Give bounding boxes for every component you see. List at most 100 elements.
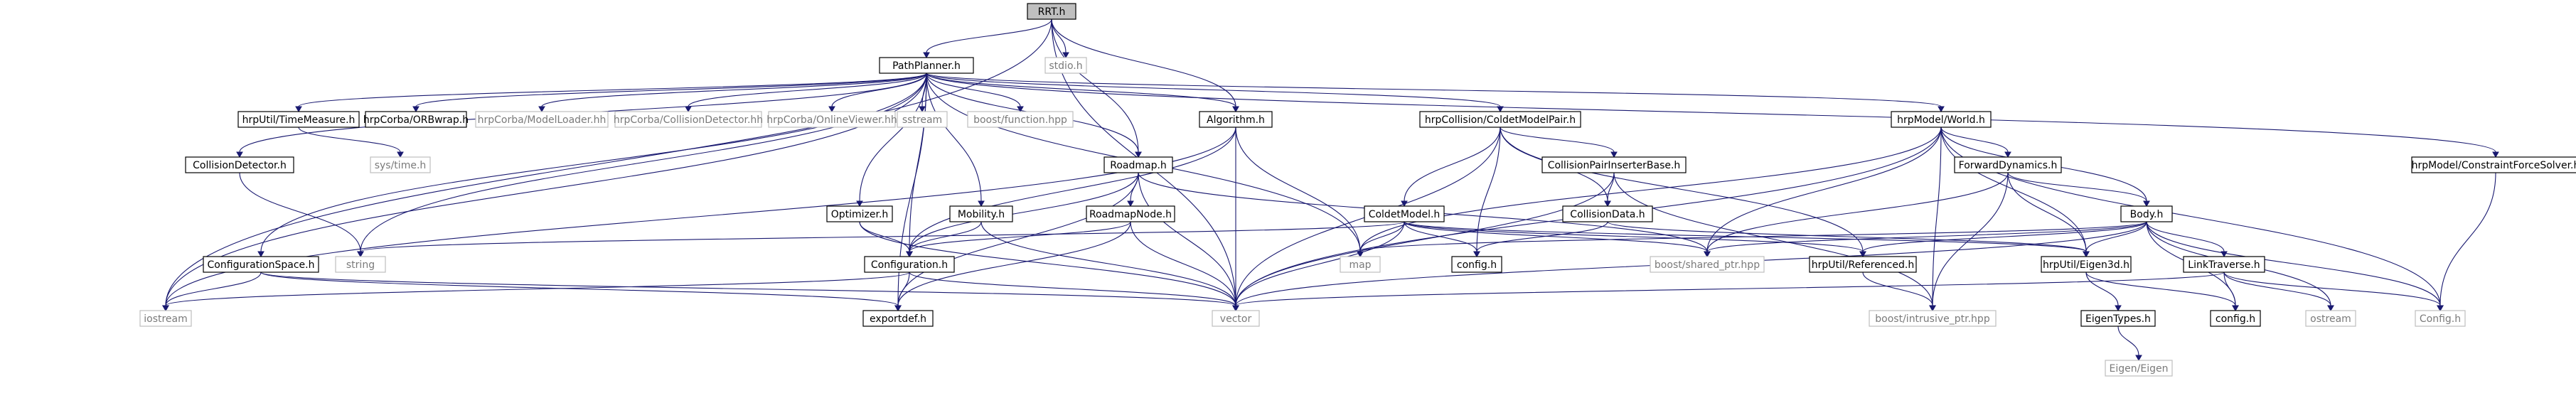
node-box [1809,256,1917,273]
edge-algorithm-to-configuration [909,127,1236,252]
edge-roadmap-to-configuration [909,172,1139,252]
node-box [1086,205,1175,222]
node-collisiondetector[interactable]: CollisionDetector.h [185,156,294,173]
node-label: config.h [2216,313,2255,325]
node-coldetmodel[interactable]: ColdetModel.h [1364,205,1445,222]
node-optimizer[interactable]: Optimizer.h [826,205,893,222]
node-configuration[interactable]: Configuration.h [864,256,955,273]
edge-constraintforce-to-configcap [2439,172,2496,306]
node-box [2210,310,2261,327]
node-configcap: Config.h [2415,310,2466,327]
edge-roadmapnode-to-configuration [909,221,1131,252]
node-sharedptr: boost/shared_ptr.hpp [1650,256,1765,273]
edge-rrt-to-algorithm [1051,18,1236,107]
node-rrt[interactable]: RRT.h [1027,3,1076,20]
node-label: hrpCorba/CollisionDetector.hh [614,114,763,126]
edge-linktraverse-to-vector [1235,271,2225,306]
node-exportdef[interactable]: exportdef.h [862,310,934,327]
node-box [1869,310,1997,327]
node-label: hrpModel/World.h [1897,114,1985,126]
node-eigeneigen: Eigen/Eigen [2105,360,2173,377]
node-orbwrap[interactable]: hrpCorba/ORBwrap.h [363,111,469,128]
node-label: CollisionData.h [1570,209,1645,220]
node-box [1212,310,1260,327]
node-box [614,111,762,128]
node-box [2411,156,2576,173]
edge-arrowhead [412,106,419,113]
node-timemeasure[interactable]: hrpUtil/TimeMeasure.h [237,111,360,128]
node-body[interactable]: Body.h [2120,205,2173,222]
edge-world-to-intrusiveptr [1932,127,1942,306]
node-box [1364,205,1445,222]
edge-arrowhead [257,251,264,258]
edge-arrowhead [1604,200,1611,208]
node-configh_b[interactable]: config.h [2210,310,2261,327]
node-mobility[interactable]: Mobility.h [949,205,1013,222]
node-eigen3d[interactable]: hrpUtil/Eigen3d.h [2041,256,2132,273]
node-label: Mobility.h [958,209,1005,220]
node-algorithm[interactable]: Algorithm.h [1199,111,1273,128]
edge-body-to-eigen3d [2085,221,2147,252]
node-referenced[interactable]: hrpUtil/Referenced.h [1809,256,1917,273]
edge-arrowhead [2492,151,2499,158]
edge-arrowhead [1017,106,1024,113]
node-label: LinkTraverse.h [2188,259,2260,271]
edge-optimizer-to-vector [859,221,1236,306]
node-configh_a[interactable]: config.h [1451,256,1502,273]
edge-arrowhead [828,106,835,113]
edge-rrt-to-roadmap [1051,18,1139,153]
edge-arrowhead [1232,305,1239,312]
edge-coldetmodel-to-string [360,221,1405,252]
edge-body-to-linktraverse [2146,221,2225,252]
node-label: string [346,259,375,271]
node-linktraverse[interactable]: LinkTraverse.h [2183,256,2265,273]
edge-coldetmodel-to-sharedptr [1404,221,1708,252]
node-label: RoadmapNode.h [1089,209,1172,220]
node-coldetpair[interactable]: hrpCollision/ColdetModelPair.h [1419,111,1581,128]
node-vector: vector [1212,310,1260,327]
node-systime: sys/time.h [370,156,431,173]
node-box [1650,256,1765,273]
edge-arrowhead [1135,151,1142,158]
node-box [897,111,948,128]
node-roadmapnode[interactable]: RoadmapNode.h [1086,205,1175,222]
node-collisiondata[interactable]: CollisionData.h [1562,205,1653,222]
node-eigentypes[interactable]: EigenTypes.h [2080,310,2156,327]
edge-body-to-map [1359,221,2147,252]
node-pathplanner[interactable]: PathPlanner.h [879,57,974,74]
node-forwarddynamics[interactable]: ForwardDynamics.h [1954,156,2062,173]
edge-pathplanner-to-algorithm [926,72,1236,107]
node-modelloader: hrpCorba/ModelLoader.hh [475,111,609,128]
node-constraintforce[interactable]: hrpModel/ConstraintForceSolver.h [2411,156,2576,173]
edge-arrowhead [397,151,404,158]
edge-arrowhead [538,106,545,113]
node-box [949,205,1013,222]
node-configspace[interactable]: ConfigurationSpace.h [203,256,319,273]
node-string: string [335,256,386,273]
node-label: hrpCorba/ModelLoader.hh [478,114,606,126]
edge-arrowhead [2083,251,2090,258]
edge-rrt-to-iostream [165,18,1052,306]
edge-referenced-to-intrusiveptr [1862,271,1933,306]
edge-eigentypes-to-eigeneigen [2117,326,2139,356]
node-label: hrpCollision/ColdetModelPair.h [1425,114,1576,126]
node-boostfunction: boost/function.hpp [967,111,1074,128]
edge-collisiondetector-to-string [239,172,361,252]
edge-coldetmodel-to-configh_a [1404,221,1477,252]
node-label: hrpModel/ConstraintForceSolver.h [2412,160,2576,171]
node-iostream: iostream [139,310,192,327]
node-label: Eigen/Eigen [2110,363,2169,375]
node-box [1451,256,1502,273]
node-label: Optimizer.h [831,209,889,220]
edge-arrowhead [685,106,692,113]
node-collisiondetectorhh: hrpCorba/CollisionDetector.hh [614,111,763,128]
node-pairinserter[interactable]: CollisionPairInserterBase.h [1541,156,1687,173]
node-label: stdio.h [1049,60,1082,72]
edge-arrowhead [1938,106,1945,113]
node-box [1340,256,1381,273]
edge-mobility-to-vector [980,221,1236,306]
node-roadmap[interactable]: Roadmap.h [1103,156,1173,173]
node-world[interactable]: hrpModel/World.h [1891,111,1992,128]
edge-arrowhead [1704,251,1711,258]
